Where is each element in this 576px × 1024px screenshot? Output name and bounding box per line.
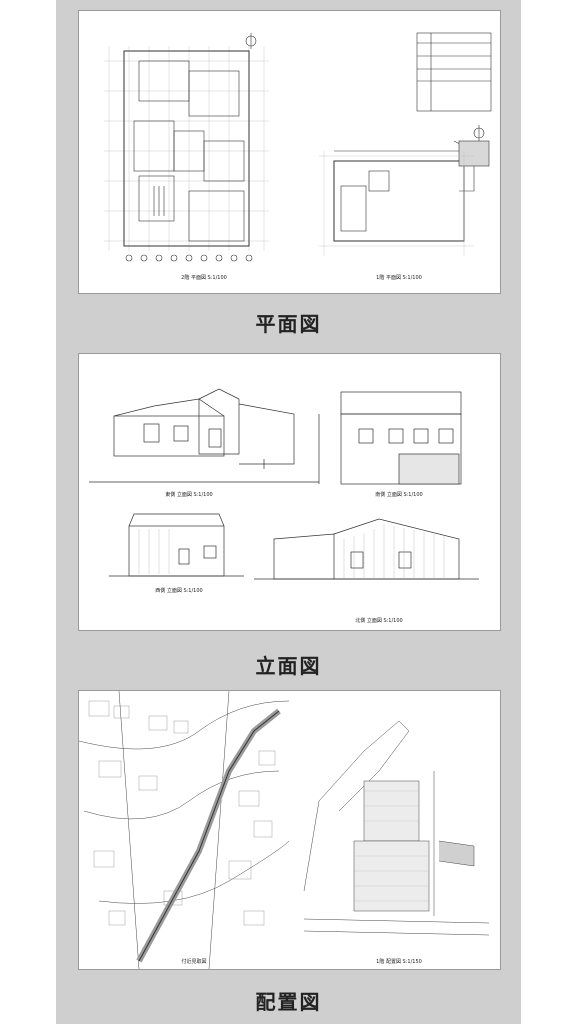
- site-plan-drawing: 付近見取図 1階 配置図 S:1/150: [79, 691, 490, 969]
- floor-plan-caption: 平面図: [255, 312, 322, 336]
- drawing-title-west: 西側 立面図 S:1/100: [155, 587, 202, 594]
- floor-plan-drawing: 2階 平面図 S:1/100 1階 平面図 S:1/100: [104, 32, 492, 281]
- drawing-title-2f: 2階 平面図 S:1/100: [181, 274, 227, 281]
- document-page: 2階 平面図 S:1/100 1階 平面図 S:1/100 平面図: [56, 0, 521, 1024]
- site-plan-caption: 配置図: [255, 990, 322, 1014]
- elevation-drawing: 東側 立面図 S:1/100 南側 立面図 S:1/100 西側 立面図 S:1…: [89, 388, 479, 624]
- floor-plan-sheet: 2階 平面図 S:1/100 1階 平面図 S:1/100: [78, 10, 501, 294]
- drawing-title-1f: 1階 平面図 S:1/100: [376, 274, 422, 281]
- drawing-title-site: 1階 配置図 S:1/150: [376, 958, 422, 965]
- drawing-title-south: 南側 立面図 S:1/100: [375, 491, 422, 498]
- drawing-title-north: 北側 立面図 S:1/100: [355, 617, 402, 624]
- elevation-caption: 立面図: [255, 654, 322, 678]
- site-plan-sheet: 付近見取図 1階 配置図 S:1/150: [78, 690, 501, 970]
- drawing-title-vicinity: 付近見取図: [181, 958, 206, 965]
- drawing-title-east: 東側 立面図 S:1/100: [165, 491, 212, 498]
- elevation-sheet: 東側 立面図 S:1/100 南側 立面図 S:1/100 西側 立面図 S:1…: [78, 353, 501, 631]
